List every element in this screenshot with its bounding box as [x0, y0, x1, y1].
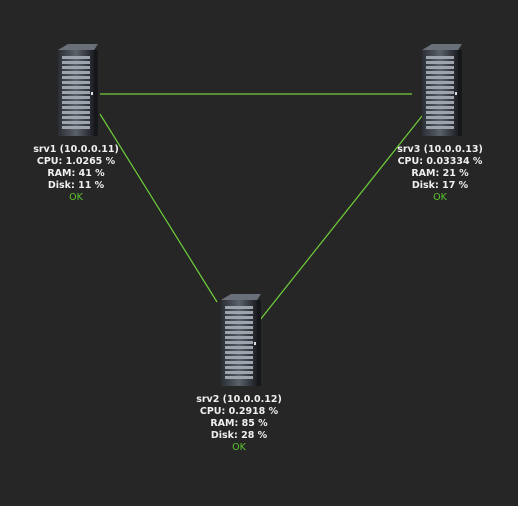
server-title: srv2 (10.0.0.12): [196, 394, 282, 405]
server-node-srv2[interactable]: srv2 (10.0.0.12) CPU: 0.2918 % RAM: 85 %…: [184, 294, 294, 454]
ram-usage: RAM: 21 %: [411, 168, 469, 179]
cpu-usage: CPU: 0.2918 %: [199, 406, 279, 417]
status-label: OK: [433, 192, 447, 203]
cpu-usage: CPU: 0.03334 %: [397, 156, 483, 167]
disk-usage: Disk: 28 %: [210, 430, 268, 441]
status-label: OK: [69, 192, 83, 203]
server-tower-icon: [221, 294, 261, 386]
server-node-srv3[interactable]: srv3 (10.0.0.13) CPU: 0.03334 % RAM: 21 …: [385, 44, 495, 204]
ram-usage: RAM: 85 %: [210, 418, 268, 429]
link-srv1-srv2[interactable]: [99, 113, 218, 303]
server-tower-icon: [422, 44, 462, 136]
disk-usage: Disk: 17 %: [411, 180, 469, 191]
disk-usage: Disk: 11 %: [47, 180, 105, 191]
server-node-srv1[interactable]: srv1 (10.0.0.11) CPU: 1.0265 % RAM: 41 %…: [21, 44, 131, 204]
ram-usage: RAM: 41 %: [47, 168, 105, 179]
link-srv3-srv2[interactable]: [251, 115, 423, 331]
status-label: OK: [232, 442, 246, 453]
cpu-usage: CPU: 1.0265 %: [36, 156, 116, 167]
server-title: srv3 (10.0.0.13): [397, 144, 483, 155]
server-tower-icon: [58, 44, 98, 136]
server-title: srv1 (10.0.0.11): [33, 144, 119, 155]
